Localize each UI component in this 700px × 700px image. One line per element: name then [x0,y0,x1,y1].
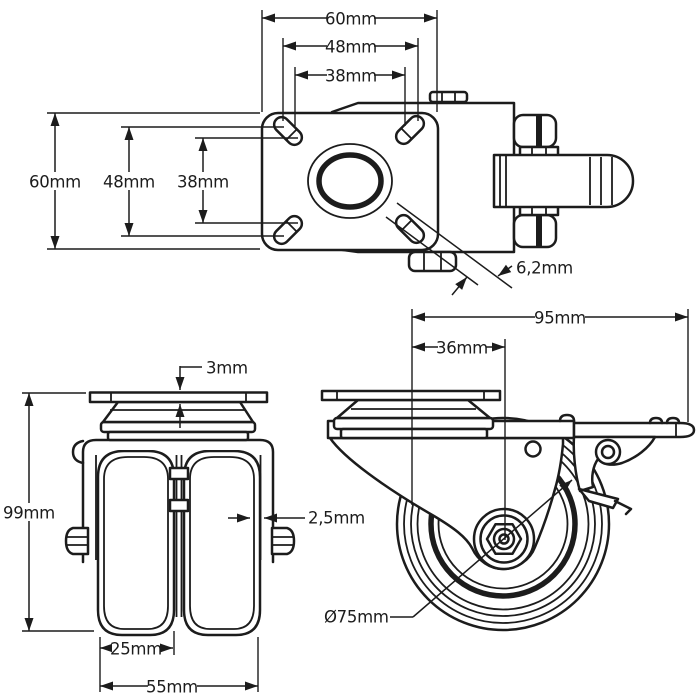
dimensions: 60mm 48mm 38mm 60mm [3,9,689,697]
swivel-dome-front [99,400,257,442]
dim-label-top-height-inner: 38mm [177,173,229,192]
dim-label-total-width: 55mm [146,678,198,697]
dim-label-side-length: 95mm [534,309,586,328]
dim-label-slot-width: 6,2mm [516,259,573,278]
dim-label-plate-thickness: 3mm [206,359,248,378]
brake-pedal-side [572,416,696,439]
dim-slot-width: 6,2mm [385,202,573,296]
dim-label-top-width-inner: 38mm [325,67,377,86]
fork-center-web [175,455,183,617]
dim-label-top-width-outer: 60mm [325,10,377,29]
pivot-boss-bottom [512,213,558,249]
fork-rivet [524,440,542,458]
dim-label-wheel-diameter: Ø75mm [324,608,389,627]
brake-shoe [577,487,620,510]
wheel-right-front [182,449,262,637]
top-view [260,90,635,273]
web-tab-lower [168,498,190,513]
brake-pedal-top [492,153,635,209]
dim-label-top-height-mid: 48mm [103,173,155,192]
dim-top-height-60: 60mm [29,112,260,250]
brake-lever-arm [572,435,657,516]
dim-side-offset-36: 36mm [412,338,506,540]
side-view [320,389,696,632]
dim-label-top-width-mid: 48mm [325,38,377,57]
dim-side-length-95: 95mm [411,308,689,505]
side-boss-bump [71,439,85,465]
dim-top-width-60: 60mm [261,9,438,112]
axle-nut-right [270,526,296,556]
dim-label-side-offset: 36mm [436,339,488,358]
dim-front-height-99: 99mm [3,392,94,632]
web-tab-upper [168,466,190,481]
dim-plate-thickness: 3mm [175,359,248,428]
dim-label-top-height-outer: 60mm [29,173,81,192]
dim-label-front-height: 99mm [3,504,55,523]
dim-top-width-38: 38mm [294,66,406,126]
bottom-lug [407,250,458,273]
dim-total-width-55: 55mm [100,637,259,697]
kingpin-head [428,90,469,104]
pivot-boss-top [512,113,558,149]
center-bore [307,143,393,219]
top-plate-side [320,389,502,402]
dim-tread-thickness: 2,5mm [228,509,365,528]
dim-label-tread-thickness: 2,5mm [308,509,365,528]
dim-wheel-width-25: 25mm [99,631,175,692]
dim-label-wheel-width: 25mm [110,640,162,659]
swivel-dome-side [332,398,495,440]
mounting-plate [260,111,440,252]
top-plate-front [88,391,269,404]
wheel-left-front [96,449,176,637]
dim-top-height-48: 48mm [103,126,284,237]
axle-nut-left [64,526,90,556]
dim-top-width-48: 48mm [282,37,419,121]
front-view [64,391,296,637]
dim-wheel-diameter: Ø75mm [324,479,573,627]
dim-top-height-38: 38mm [177,137,298,224]
